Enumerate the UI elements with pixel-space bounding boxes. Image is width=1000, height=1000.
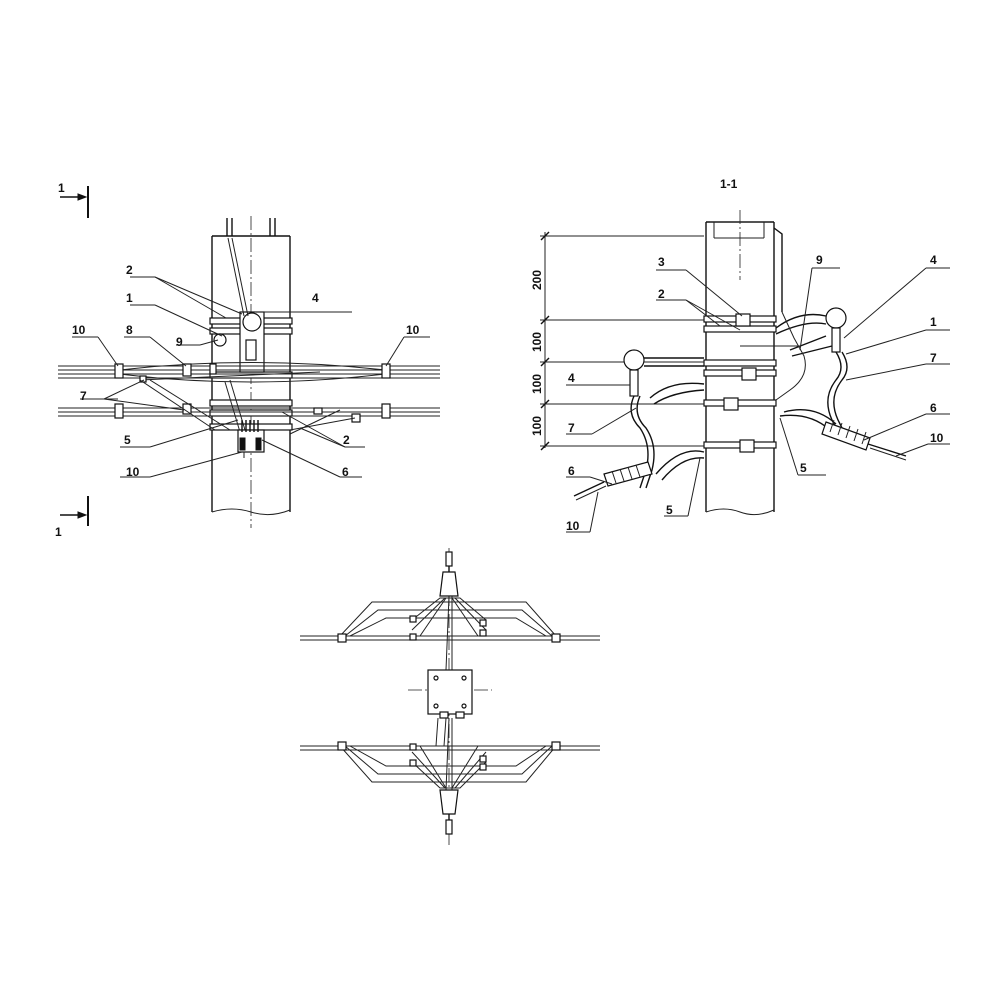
section-mark-bottom-label: 1 [55,525,62,539]
dimensions: 200 100 100 100 [530,231,704,451]
section-mark-bottom: 1 [55,496,89,539]
pole-section [705,210,783,516]
pole-bands-section [703,313,777,453]
callout-front-9: 9 [176,335,183,349]
lower-conductor-bundle [58,379,440,435]
callout-front-2b: 2 [343,433,350,447]
dim-100-a: 100 [530,332,544,352]
callout-section-2: 2 [658,287,665,301]
anchor-clamp-front [237,420,265,458]
callout-front-10-right: 10 [406,323,420,337]
upper-conductor-bundle [58,362,440,383]
plan-bottom-fan [300,717,600,789]
right-hook-assembly [775,307,907,461]
callout-section-1: 1 [930,315,937,329]
callout-section-3: 3 [658,255,665,269]
callout-front-2a: 2 [126,263,133,277]
callout-front-6: 6 [342,465,349,479]
section-mark-top: 1 [58,181,89,218]
callout-front-1: 1 [126,291,133,305]
callout-section-10-right: 10 [930,431,944,445]
callout-section-7-right: 7 [930,351,937,365]
callout-section-5-left: 5 [666,503,673,517]
hook-bracket-front [213,237,265,373]
leaders-section [566,267,950,533]
callout-section-4-left: 4 [568,371,575,385]
plan-top-anchor [439,551,459,671]
callout-section-7-left: 7 [568,421,575,435]
insulator-left [573,461,653,501]
callout-section-5-right: 5 [800,461,807,475]
loop-wire [740,311,806,401]
callout-front-4: 4 [312,291,319,305]
callout-section-6-left: 6 [568,464,575,478]
callout-section-10-left: 10 [566,519,580,533]
plan-view [300,548,600,845]
leaders-front [72,276,430,478]
callout-front-10-bottom: 10 [126,465,140,479]
plan-center-plate [427,669,473,719]
left-hook-assembly [573,349,705,501]
callout-front-7: 7 [80,389,87,403]
plan-bottom-anchor [439,717,459,835]
callout-section-4-right: 4 [930,253,937,267]
dim-100-c: 100 [530,416,544,436]
insulator-right [821,419,907,461]
dim-200: 200 [530,270,544,290]
callout-front-5: 5 [124,433,131,447]
section-view: 1-1 [530,177,950,533]
section-mark-top-label: 1 [58,181,65,195]
front-view: 2 1 4 10 10 8 9 7 5 2 10 6 [58,216,440,528]
callout-section-9: 9 [816,253,823,267]
callout-section-6-right: 6 [930,401,937,415]
dim-100-b: 100 [530,374,544,394]
callout-front-8: 8 [126,323,133,337]
callout-front-10-left: 10 [72,323,86,337]
plan-top-fan [300,597,600,643]
section-view-title: 1-1 [720,177,738,191]
